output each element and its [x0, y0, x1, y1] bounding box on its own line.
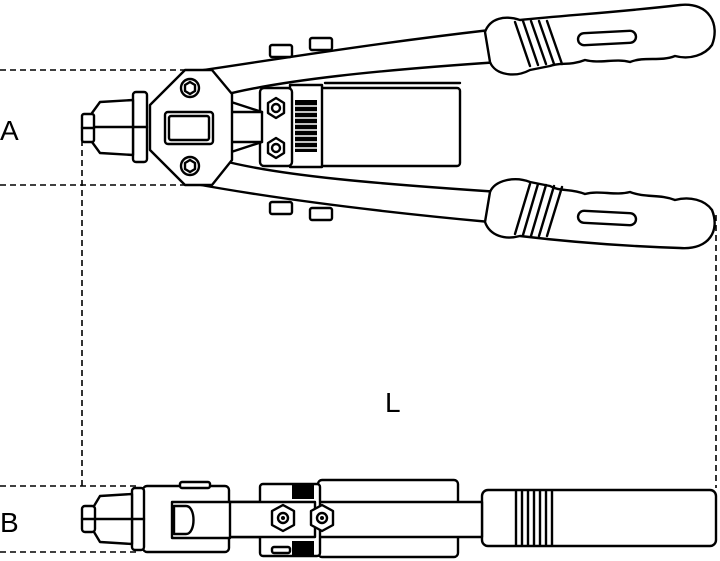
- upper-arm: [188, 28, 502, 98]
- side-grip-ribs: [514, 489, 554, 547]
- side-view: [80, 478, 718, 559]
- lower-grip-ribs: [513, 182, 564, 238]
- lower-handle-slot: [576, 209, 638, 227]
- dimension-lines: [0, 69, 717, 553]
- spring-cover: [318, 86, 462, 168]
- upper-grip-ribs: [513, 19, 564, 68]
- bolt-icon: [268, 200, 294, 216]
- bolt-icon: [308, 36, 334, 52]
- ratchet-teeth-icon: [295, 100, 317, 152]
- head-window: [163, 110, 215, 146]
- lower-arm: [188, 158, 502, 224]
- bolt-icon: [308, 206, 334, 222]
- spring-clip-icon: [292, 483, 314, 499]
- dimension-label-b: B: [0, 507, 19, 538]
- spring-clip-icon: [292, 541, 314, 557]
- upper-handle-slot: [576, 29, 638, 47]
- dimension-label-l: L: [385, 387, 401, 418]
- bolt-icon: [268, 43, 294, 59]
- dimension-label-a: A: [0, 115, 19, 146]
- jaw-link: [226, 110, 264, 144]
- pin-icon: [172, 504, 195, 536]
- top-view: [80, 3, 716, 250]
